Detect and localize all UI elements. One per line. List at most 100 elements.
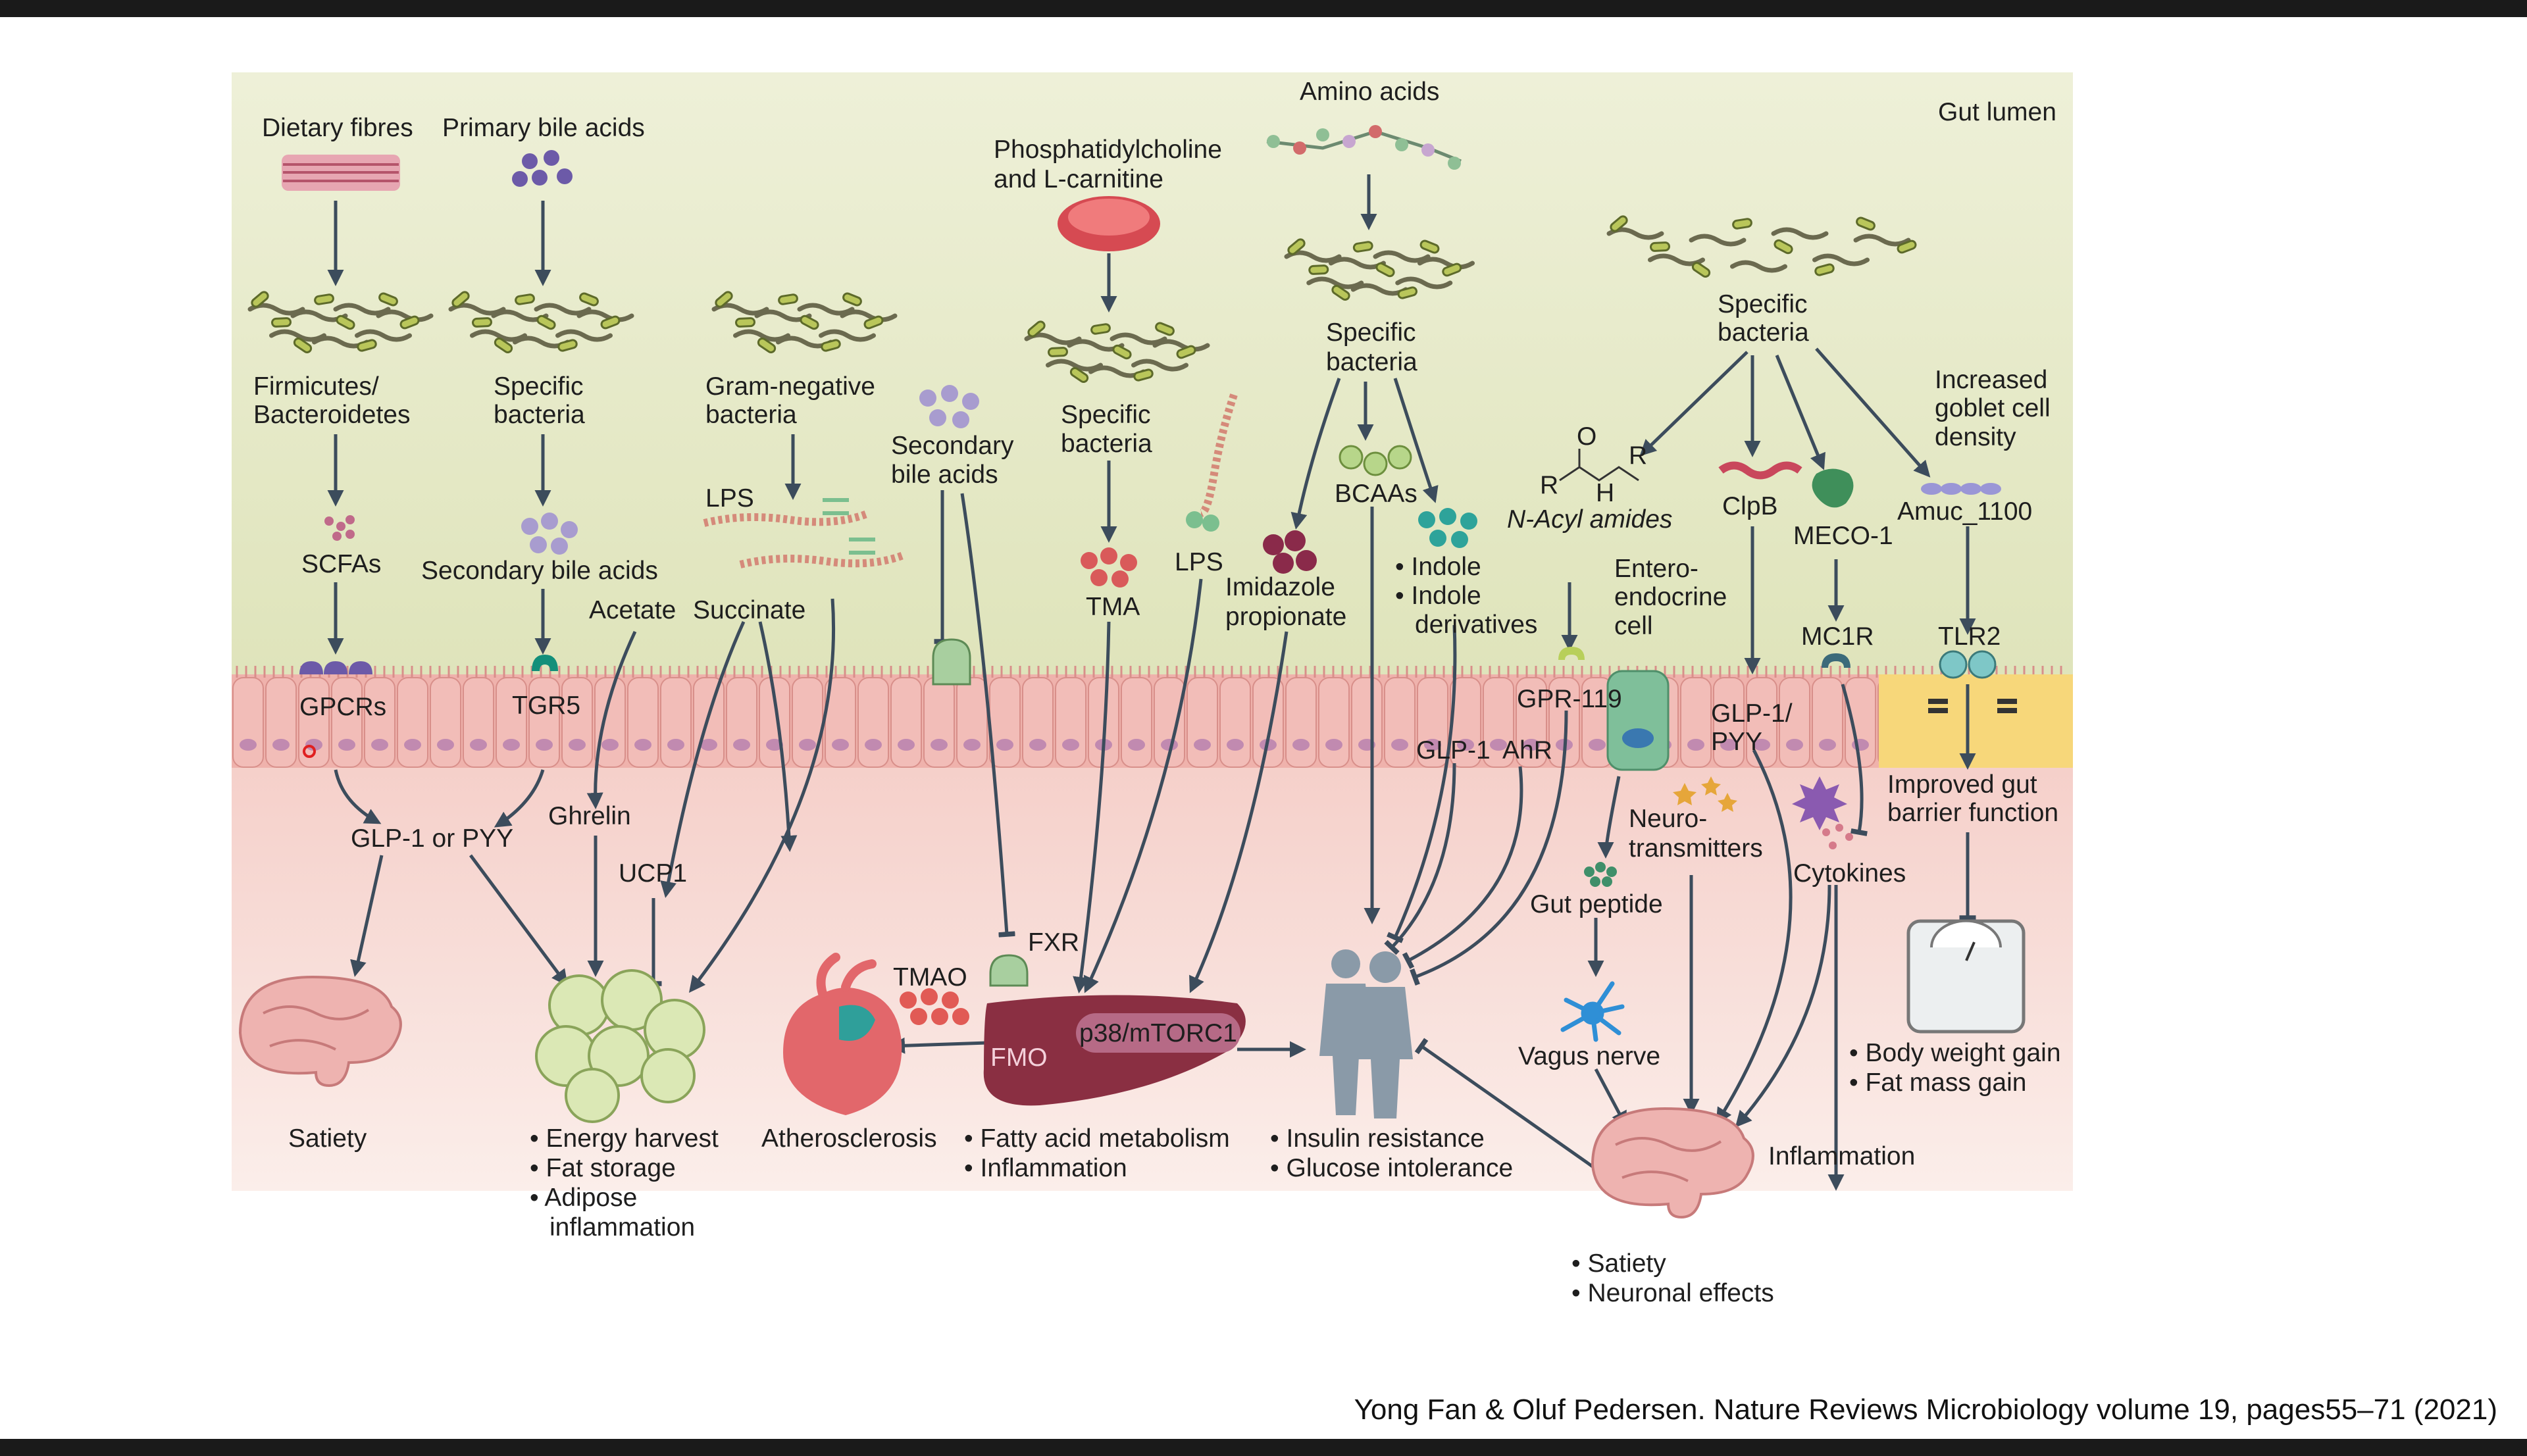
svg-text:bacteria: bacteria [1718, 318, 1809, 347]
human-figures-icon [1319, 949, 1413, 1118]
secondary-bile-acid-icon-2 [919, 385, 979, 428]
svg-text:TMAO: TMAO [893, 963, 967, 992]
gut-peptide-icon [1584, 862, 1617, 887]
svg-text:Phosphatidylcholine: Phosphatidylcholine [994, 136, 1222, 164]
fxr-receptor-icon-2 [989, 954, 1029, 987]
svg-text:Neuro-: Neuro- [1629, 805, 1707, 833]
immune-cell-icon [1792, 776, 1847, 830]
dietary-fibres-label: Dietary fibres [262, 114, 413, 142]
fxr-receptor-icon [932, 638, 971, 686]
svg-text:TGR5: TGR5 [512, 691, 580, 720]
svg-text:Entero-: Entero- [1614, 555, 1698, 583]
svg-text:GLP-1/: GLP-1/ [1711, 699, 1793, 728]
svg-text:barrier function: barrier function [1887, 799, 2058, 827]
svg-text:Atherosclerosis: Atherosclerosis [761, 1124, 937, 1153]
svg-text:MC1R: MC1R [1801, 622, 1874, 651]
svg-text:LPS: LPS [1175, 548, 1223, 576]
svg-text:N-Acyl amides: N-Acyl amides [1507, 505, 1672, 534]
svg-text:bacteria: bacteria [494, 401, 585, 429]
svg-text:p38/mTORC1: p38/mTORC1 [1079, 1019, 1237, 1047]
tlr2-receptor-icon [1939, 650, 1997, 679]
svg-text:• Fat mass gain: • Fat mass gain [1849, 1068, 2026, 1097]
svg-text:Acetate: Acetate [589, 596, 676, 624]
svg-text:endocrine: endocrine [1614, 583, 1727, 611]
tma-icon [1081, 547, 1137, 588]
lps-chain-icon-2 [1186, 393, 1238, 532]
svg-text:• Indole: • Indole [1395, 553, 1481, 581]
svg-text:Improved gut: Improved gut [1887, 770, 2037, 799]
meco-protein-icon [1812, 468, 1854, 508]
clpb-protein-icon [1718, 461, 1802, 480]
svg-text:• Indole: • Indole [1395, 582, 1481, 610]
svg-text:bile acids: bile acids [891, 461, 998, 489]
svg-text:TLR2: TLR2 [1938, 622, 2001, 651]
brain-icon-2 [1591, 1107, 1754, 1219]
svg-text:UCP1: UCP1 [619, 859, 687, 888]
gpr119-receptor-icon [1558, 647, 1585, 660]
heart-icon [783, 953, 902, 1115]
diagram-labels: Gut lumen Dietary fibres Primary bile ac… [253, 78, 2061, 1307]
svg-text:• Energy harvest: • Energy harvest [530, 1124, 719, 1153]
svg-text:PYY: PYY [1711, 728, 1762, 756]
amino-acid-molecule-icon [1266, 125, 1462, 170]
region-label: Gut lumen [1938, 98, 2056, 126]
epithelium-layer [232, 666, 2073, 768]
svg-text:ClpB: ClpB [1722, 492, 1778, 520]
svg-text:BCAAs: BCAAs [1335, 480, 1417, 508]
svg-text:• Fatty acid metabolism: • Fatty acid metabolism [964, 1124, 1230, 1153]
citation-caption: Yong Fan & Oluf Pedersen. Nature Reviews… [1354, 1393, 2497, 1426]
amino-acids-label: Amino acids [1300, 78, 1439, 106]
svg-text:Firmicutes/: Firmicutes/ [253, 372, 379, 401]
svg-text:Specific: Specific [494, 372, 584, 401]
svg-text:AhR: AhR [1502, 736, 1552, 765]
svg-text:Gut peptide: Gut peptide [1530, 890, 1663, 918]
bcaa-icon [1339, 445, 1412, 476]
svg-text:goblet cell: goblet cell [1935, 394, 2051, 422]
n-acyl-amide-structure-icon [1559, 449, 1639, 482]
vagus-nerve-icon [1560, 981, 1625, 1042]
indole-icon [1418, 508, 1477, 548]
tight-junction-icon [1928, 699, 2017, 713]
svg-text:Specific: Specific [1326, 318, 1416, 347]
svg-text:• Inflammation: • Inflammation [964, 1154, 1127, 1182]
svg-text:and L-carnitine: and L-carnitine [994, 165, 1163, 193]
svg-text:Imidazole: Imidazole [1225, 573, 1335, 601]
lps-chain-icon [703, 498, 907, 568]
svg-text:• Satiety: • Satiety [1571, 1249, 1666, 1278]
svg-text:Amuc_1100: Amuc_1100 [1897, 497, 2032, 526]
svg-text:MECO-1: MECO-1 [1793, 522, 1893, 550]
svg-text:derivatives: derivatives [1415, 611, 1537, 639]
svg-text:Gram-negative: Gram-negative [705, 372, 875, 401]
svg-text:Ghrelin: Ghrelin [548, 802, 631, 830]
scfa-icon [324, 515, 355, 541]
svg-text:Satiety: Satiety [288, 1124, 367, 1153]
svg-text:R: R [1540, 471, 1558, 499]
svg-text:TMA: TMA [1086, 593, 1140, 621]
svg-text:FMO: FMO [990, 1043, 1048, 1072]
imidazole-icon [1263, 530, 1317, 574]
svg-text:GPCRs: GPCRs [299, 693, 386, 721]
svg-text:• Neuronal effects: • Neuronal effects [1571, 1279, 1774, 1307]
svg-text:Specific: Specific [1718, 290, 1808, 318]
svg-text:bacteria: bacteria [1061, 430, 1152, 458]
adipose-tissue-icon [535, 969, 705, 1123]
meat-icon [1058, 196, 1160, 251]
amuc-protein-icon [1921, 483, 2001, 495]
svg-text:density: density [1935, 423, 2016, 451]
svg-text:bacteria: bacteria [705, 401, 797, 429]
svg-text:Bacteroidetes: Bacteroidetes [253, 401, 410, 429]
liver-icon [983, 995, 1246, 1106]
svg-text:bacteria: bacteria [1326, 348, 1417, 376]
svg-text:Secondary: Secondary [891, 432, 1014, 460]
weighing-scale-icon [1906, 919, 2026, 1034]
cytokine-icon [1822, 824, 1853, 849]
svg-text:propionate: propionate [1225, 603, 1346, 631]
pathway-arrows [327, 174, 1976, 1191]
svg-text:transmitters: transmitters [1629, 834, 1763, 863]
top-black-bar [0, 0, 2527, 17]
svg-text:inflammation: inflammation [549, 1213, 695, 1242]
svg-text:Specific: Specific [1061, 401, 1151, 429]
primary-bile-acid-icon [512, 150, 573, 187]
tgr5-receptor-icon [532, 655, 558, 671]
